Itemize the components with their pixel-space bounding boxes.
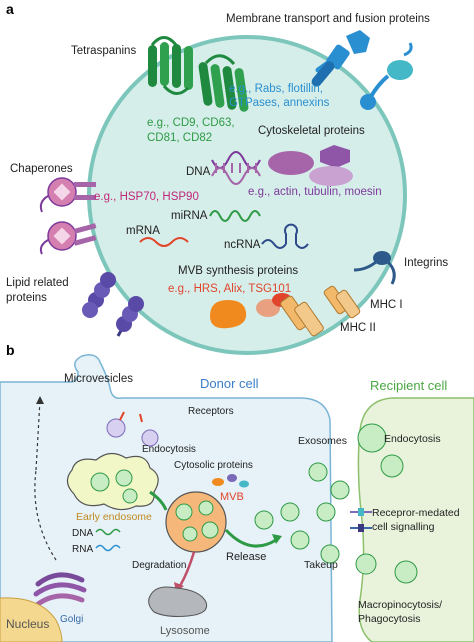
nucleus-label: Nucleus [6,617,49,631]
exosome-icon [254,462,350,564]
mvb-synthesis-label: MVB synthesis proteins [178,265,298,277]
release-arrow [224,528,277,548]
tetraspanins-label: Tetraspanins [71,45,136,57]
recipient-cell-title: Recipient cell [370,378,447,393]
panel-b-label: b [6,342,15,358]
receptor-mediated-label: Recepror-medated [372,507,460,519]
rna-label-b: RNA [72,544,93,555]
receptor-signalling-icon [350,508,372,532]
endosome-to-mvb-arrow [149,490,168,511]
donor-cell-title: Donor cell [200,376,259,391]
lipid-protein-icon [82,272,144,337]
cd81-examples: CD81, CD82 [147,132,212,144]
mvb-protein-icon [210,293,292,329]
degradation-label: Degradation [132,560,186,571]
endocytosis-donor-label: Endocytosis [142,444,196,455]
ncrna-strand-icon [261,223,309,249]
hsp-examples: e.g., HSP70, HSP90 [94,191,199,203]
lipid-proteins-label: proteins [6,292,47,304]
mvb-body [165,491,227,553]
macropinocytosis-label: Macropinocytosis/ [358,599,442,611]
cytosolic-protein-icon [212,474,249,488]
cytoskeletal-label: Cytoskeletal proteins [258,125,365,137]
cytoskeletal-protein-icon [268,145,353,186]
mhc-molecule-icon [280,285,361,337]
panel-a-label: a [6,1,14,17]
endosome-vesicle-icon [90,469,138,504]
mirna-label: miRNA [171,210,208,222]
degradation-arrow [178,551,196,587]
exosomes-label: Exosomes [298,435,347,447]
chaperones-label: Chaperones [10,163,73,175]
rna-icon-b [95,544,121,552]
endocytosis-vesicle-icon [106,411,159,447]
microvesicles-label: Microvesicles [64,373,133,385]
membrane-transport-label: Membrane transport and fusion proteins [226,13,430,25]
cytosolic-proteins-label: Cytosolic proteins [174,460,253,471]
early-endosome [66,452,159,511]
lysosome-label: Lysosome [160,625,210,637]
mvb-vesicle-icon [175,500,219,542]
dna-icon-b [95,528,121,536]
golgi-icon [33,572,87,607]
mhc2-label: MHC II [340,322,376,334]
endocytosis-recipient-label: Endocytosis [384,433,441,445]
cd-examples: e.g., CD9, CD63, [147,117,235,129]
rabs-examples: e.g., Rabs, flotillin, [229,83,323,95]
dna-label: DNA [186,166,211,178]
gtpases-examples: GTPases, annexins [229,97,330,109]
golgi-label: Golgi [60,614,83,625]
golgi-arrow [34,469,57,561]
integrin-icon [353,251,396,285]
ncrna-label: ncRNA [224,239,261,251]
membrane-transport-protein-icon [311,30,413,110]
mhc1-label: MHC I [370,299,403,311]
dna-label-b: DNA [72,528,93,539]
early-endosome-label: Early endosome [76,511,152,523]
tetraspanin-icon [148,36,249,112]
lysosome [148,586,208,617]
recipient-endosome-icon [355,423,418,584]
release-label: Release [226,551,266,563]
cell-signalling-label: cell signalling [372,521,435,533]
chaperone-icon [39,177,97,255]
actin-examples: e.g., actin, tubulin, moesin [248,186,382,198]
mrna-label: mRNA [126,225,160,237]
mvb-label: MVB [220,491,244,503]
mirna-strand-icon [209,210,261,222]
lipid-related-label: Lipid related [6,277,69,289]
release-arrowhead [272,534,282,544]
hrs-examples: e.g., HRS, Alix, TSG101 [168,283,291,295]
nucleus [0,597,63,642]
dna-helix-icon [211,151,261,185]
receptors-label: Receptors [188,406,234,417]
microvesicle-arrowhead [36,396,44,404]
mrna-strand-icon [139,237,189,247]
integrins-label: Integrins [404,257,448,269]
takeup-label: Takeup [304,559,338,571]
donor-cell [0,354,333,642]
phagocytosis-label: Phagocytosis [358,613,420,625]
